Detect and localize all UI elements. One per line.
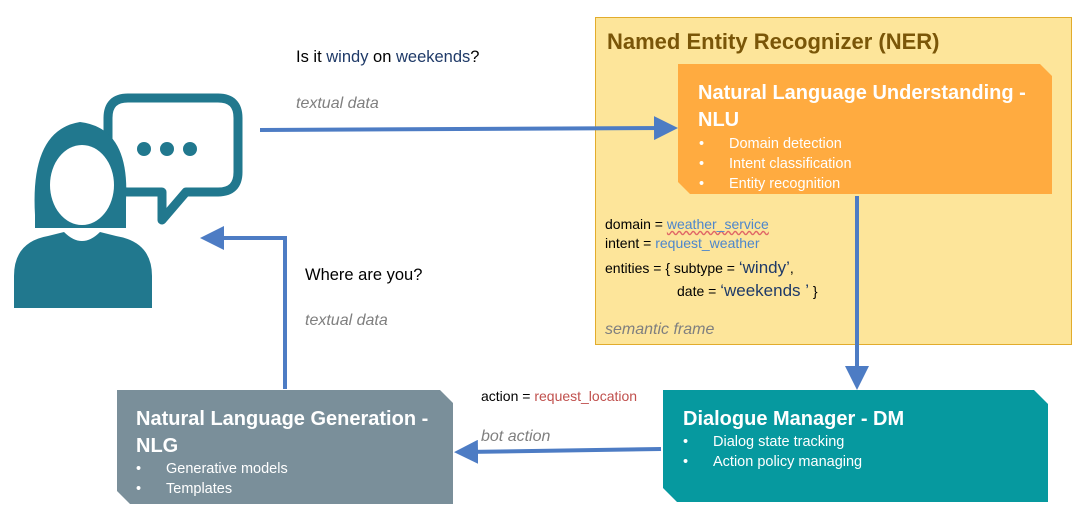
action-line: action = request_location	[481, 388, 637, 404]
query-prefix: Is it	[296, 48, 327, 66]
nlu-item: Entity recognition	[699, 174, 852, 194]
dm-item: Action policy managing	[683, 452, 862, 472]
entities-separator: ,	[789, 260, 794, 276]
subtype-value: ‘windy’	[738, 258, 790, 277]
user-speech-icon	[14, 93, 243, 308]
nlu-title: Natural Language Understanding - NLU	[698, 82, 1026, 131]
entities-close: }	[809, 283, 818, 299]
action-value: request_location	[534, 388, 638, 404]
intent-value: request_weather	[655, 235, 760, 251]
date-line: date = ‘weekends ’ }	[677, 281, 818, 301]
intent-label: intent =	[605, 235, 656, 251]
query-word-weekends: weekends	[395, 48, 471, 66]
semantic-frame-caption: semantic frame	[605, 321, 715, 338]
nlu-item: Domain detection	[699, 134, 852, 154]
entities-line: entities = { subtype = ‘windy’,	[605, 258, 794, 278]
dm-title: Dialogue Manager - DM	[683, 408, 905, 430]
domain-label: domain =	[605, 216, 667, 232]
arrow-nlg-to-user	[200, 226, 287, 389]
entities-label: entities = { subtype =	[605, 260, 739, 276]
bot-reply: Where are you?	[305, 266, 423, 284]
nlu-item: Intent classification	[699, 154, 852, 174]
arrow-user-to-nlu	[259, 116, 678, 141]
user-query: Is it windy on weekends?	[296, 48, 479, 67]
date-label: date =	[677, 283, 721, 299]
textual-data-label-in: textual data	[296, 95, 379, 112]
intent-line: intent = request_weather	[605, 235, 760, 251]
arrow-dm-to-nlg	[454, 439, 662, 464]
date-value: ‘weekends ’	[720, 281, 810, 300]
textual-data-label-out: textual data	[305, 312, 388, 329]
bot-action-label: bot action	[481, 428, 551, 445]
nlg-item: Generative models	[136, 459, 288, 479]
nlg-list: Generative models Templates	[136, 459, 288, 499]
dm-item: Dialog state tracking	[683, 432, 862, 452]
query-middle: on	[368, 48, 396, 66]
query-word-windy: windy	[326, 48, 369, 66]
dm-list: Dialog state tracking Action policy mana…	[683, 432, 862, 472]
query-suffix: ?	[470, 48, 480, 66]
domain-value: weather_service	[666, 216, 769, 232]
nlu-list: Domain detection Intent classification E…	[699, 134, 852, 194]
nlg-item: Templates	[136, 479, 288, 499]
ner-title: Named Entity Recognizer (NER)	[607, 29, 940, 54]
domain-line: domain = weather_service	[605, 216, 769, 232]
action-label: action =	[481, 388, 535, 404]
speech-bubble-icon	[103, 93, 243, 225]
nlg-title: Natural Language Generation - NLG	[136, 408, 429, 457]
